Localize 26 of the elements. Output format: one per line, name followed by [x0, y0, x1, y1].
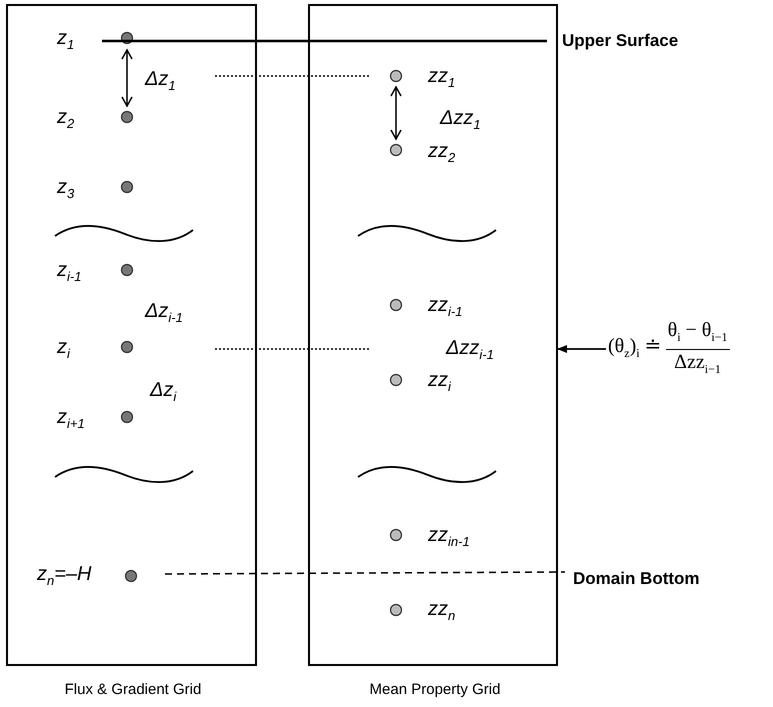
level-label: z$_{n}$=–H [37, 563, 92, 590]
level-label: Δzz$_{i-1}$ [446, 337, 494, 364]
level-label: z$_{2}$ [57, 106, 74, 133]
level-label: Δz$_{i-1}$ [145, 300, 183, 327]
level-label: zz$_{2}$ [428, 140, 456, 167]
level-label: zz$_{n}$ [428, 598, 456, 625]
boundary-label: Domain Bottom [573, 568, 700, 590]
level-label: z$_{i}$ [57, 336, 70, 363]
level-label: z$_{1}$ [57, 27, 74, 54]
level-label: zz$_{i}$ [428, 369, 451, 396]
level-label: Δzz$_{1}$ [440, 107, 481, 134]
level-label: zz$_{1}$ [428, 65, 456, 92]
formula-denominator: Δzz$_{i−1}$ [666, 349, 730, 381]
level-label: Δz$_{i}$ [150, 379, 176, 406]
grid-caption: Flux & Gradient Grid [64, 681, 202, 698]
formula-numerator: θ$_{i}$ − θ$_{i−1}$ [666, 318, 728, 346]
level-label: z$_{i-1}$ [57, 259, 82, 286]
formula-text: (θ$_{z}$)$_{i}$ ≐ [608, 334, 662, 362]
level-label: zz$_{in-1}$ [428, 524, 470, 551]
level-label: Δz$_{1}$ [145, 68, 176, 95]
level-label: z$_{3}$ [57, 176, 74, 203]
level-label: z$_{i+1}$ [57, 406, 85, 433]
boundary-label: Upper Surface [562, 30, 678, 52]
level-label: zz$_{i-1}$ [428, 294, 462, 321]
arrow [557, 345, 606, 353]
grid-caption: Mean Property Grid [370, 681, 500, 698]
